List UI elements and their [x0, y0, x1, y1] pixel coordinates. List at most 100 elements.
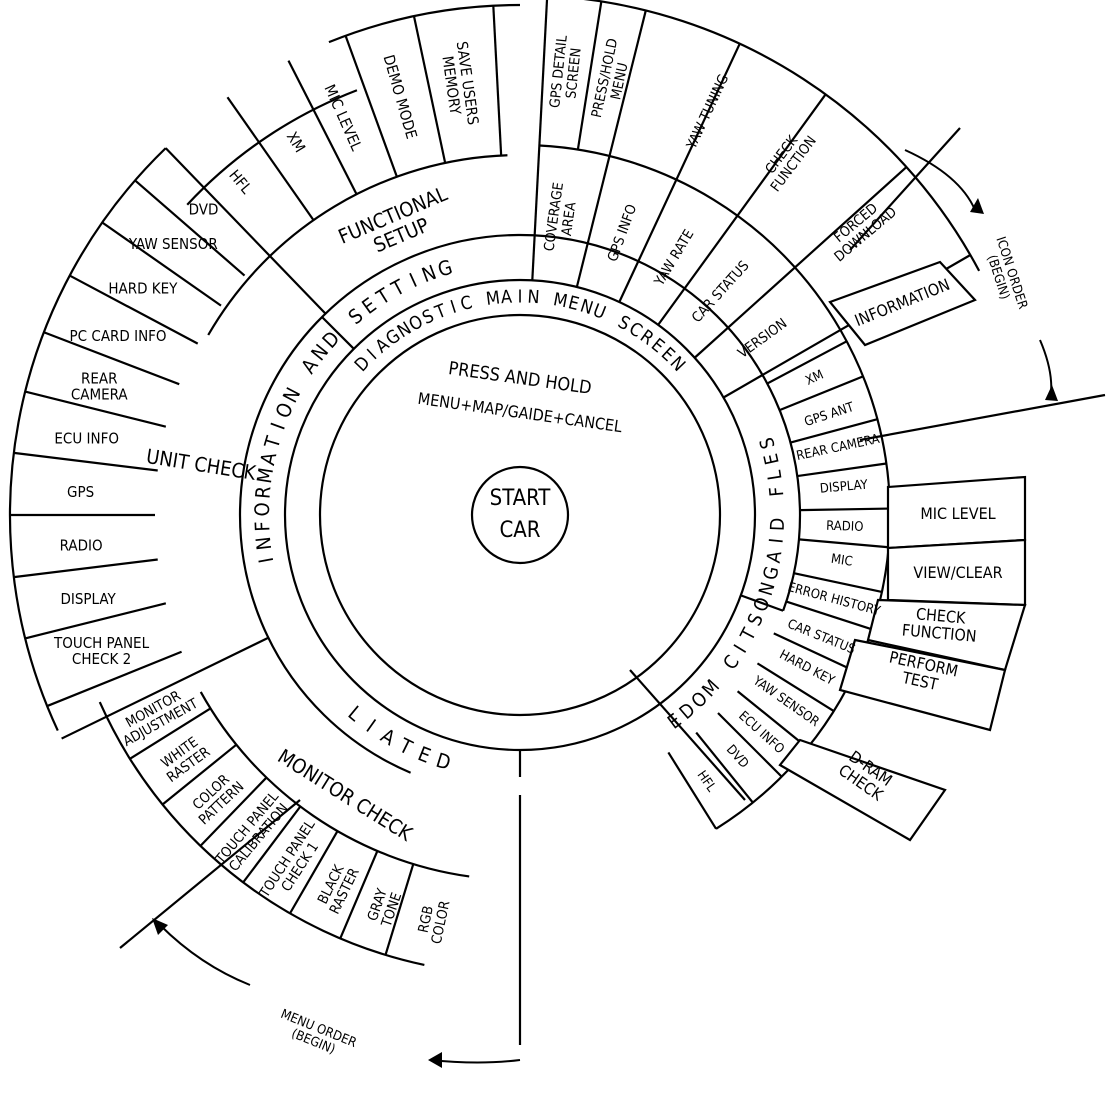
- self-diag-item-rear-camera: REAR CAMERA: [795, 431, 881, 463]
- category-ring: [238, 233, 802, 774]
- unit-check-item-radio: RADIO: [60, 537, 103, 555]
- self-diag-item-sep: [773, 632, 856, 673]
- self-diag-item-mic: MIC: [830, 551, 854, 569]
- functional-item-sep: [412, 15, 447, 164]
- svg-text:D: D: [433, 748, 453, 775]
- functional-item-xm: XM: [283, 129, 309, 156]
- self-diag-item-hfl: HFL: [694, 768, 719, 795]
- svg-text:I: I: [406, 268, 421, 292]
- monitor-item-white-raster: WHITERASTER: [155, 732, 213, 786]
- unit-check-outer-ring: [8, 147, 167, 731]
- svg-text:L: L: [343, 701, 366, 726]
- unit-check-item-dvd: DVD: [189, 200, 219, 218]
- svg-text:R: R: [250, 485, 275, 500]
- svg-text:I: I: [266, 419, 290, 432]
- self-diag-item-sep: [695, 731, 754, 804]
- svg-text:A: A: [377, 723, 400, 750]
- info-split: [576, 1, 603, 150]
- svg-text:L: L: [763, 468, 786, 481]
- icon-order-lead: [849, 127, 961, 251]
- arrowhead: [152, 918, 168, 935]
- hard-key-sub-box: [838, 638, 1007, 732]
- bottom-right-lead: [629, 669, 746, 801]
- menu-order-lead: [119, 799, 301, 949]
- unit-check-sep: [46, 650, 182, 708]
- functional-item-sep: [226, 96, 315, 221]
- unit-check-sep: [13, 558, 158, 579]
- functional-item-hfl: HFL: [225, 166, 255, 197]
- self-diag-item-ecu-info: ECU INFO: [736, 708, 788, 757]
- functional-setup-label: FUNCTIONALSETUP: [335, 181, 459, 268]
- self-diag-item-sep: [797, 462, 887, 478]
- info-outer-check-function: CHECKFUNCTION: [756, 124, 820, 195]
- self-diag-sep: [740, 594, 784, 612]
- unit-check-boundary: [61, 636, 269, 740]
- svg-text:C: C: [719, 651, 744, 673]
- info-sep: [575, 10, 647, 288]
- car-status-sub-label: CHECKFUNCTION: [901, 603, 979, 646]
- info-inner-ring: [539, 144, 842, 331]
- svg-text:N: N: [251, 535, 276, 551]
- svg-text:I: I: [518, 287, 523, 308]
- unit-check-sep: [43, 331, 180, 386]
- unit-check-sep: [13, 451, 158, 472]
- functional-item-sep: [287, 60, 358, 195]
- unit-check-sep: [101, 221, 222, 307]
- arrowhead: [428, 1052, 442, 1068]
- icon-order-lead-2: [859, 393, 1106, 442]
- svg-text:S: S: [756, 435, 780, 452]
- svg-text:F: F: [250, 521, 274, 532]
- menu-combo-label: MENU+MAP/GAIDE+CANCEL: [417, 388, 624, 435]
- ecu-sub-box: [778, 738, 947, 842]
- self-diag-item-sep: [736, 690, 809, 749]
- svg-text:F: F: [766, 486, 789, 498]
- self-diag-item-sep: [779, 375, 864, 412]
- center-car-label: CAR: [499, 518, 540, 543]
- self-diag-item-radio: RADIO: [826, 518, 864, 534]
- monitor-items-inner-ring: [199, 691, 470, 878]
- svg-text:C: C: [458, 292, 474, 315]
- arrowhead: [1045, 385, 1058, 401]
- info-outer-forced-download: FORCEDDOWNLOAD: [822, 193, 900, 266]
- functional-item-sep: [492, 5, 503, 156]
- svg-text:T: T: [259, 433, 286, 452]
- unit-check-sep: [69, 274, 199, 345]
- self-diag-item-sep: [667, 751, 718, 830]
- monitor-item-black-raster: BLACKRASTER: [313, 859, 363, 917]
- monitor-item-rgb-color: RGBCOLOR: [414, 896, 454, 946]
- info-outer-yaw-tuning: YAW TUNING: [683, 72, 732, 152]
- functional-item-save-users: SAVE USERSMEMORY: [437, 40, 483, 128]
- info-sep: [531, 0, 549, 281]
- info-outer-ring: [582, 0, 981, 272]
- main-menu-ring: [283, 278, 757, 752]
- self-diag-item-sep: [785, 600, 873, 631]
- unit-check-sep: [24, 390, 167, 428]
- monitor-item-sep: [242, 805, 302, 884]
- menu-order-arrow-2: [429, 1059, 521, 1064]
- self-diag-item-xm: XM: [803, 367, 826, 388]
- instruction-ring: [318, 313, 722, 717]
- svg-text:D: D: [767, 517, 789, 531]
- self-diag-item-error-history: ERROR HISTORY: [786, 580, 883, 619]
- svg-text:A: A: [500, 287, 512, 309]
- xm-sub-box: [828, 260, 977, 347]
- self-diag-item-display: DISPLAY: [819, 477, 869, 496]
- monitor-item-sep: [384, 863, 415, 956]
- menu-order-label: MENU ORDER(BEGIN): [273, 1006, 358, 1063]
- setting-sep: [321, 316, 355, 350]
- svg-text:E: E: [566, 292, 581, 315]
- self-diag-item-car-status: CAR STATUS: [785, 616, 857, 657]
- info-sep: [657, 93, 827, 326]
- self-diag-item-sep: [756, 662, 835, 713]
- info-outer-gps-detail-screen: GPS DETAILSCREEN: [547, 35, 586, 111]
- error-sub-label: VIEW/CLEAR: [913, 563, 1002, 582]
- monitor-item-color-pattern: COLORPATTERN: [186, 768, 248, 829]
- svg-text:M: M: [252, 466, 278, 485]
- svg-text:N: N: [755, 580, 780, 599]
- self-diag-item-gps-ant: GPS ANT: [802, 399, 856, 429]
- functional-item-demo-mode: DEMO MODE: [380, 53, 421, 141]
